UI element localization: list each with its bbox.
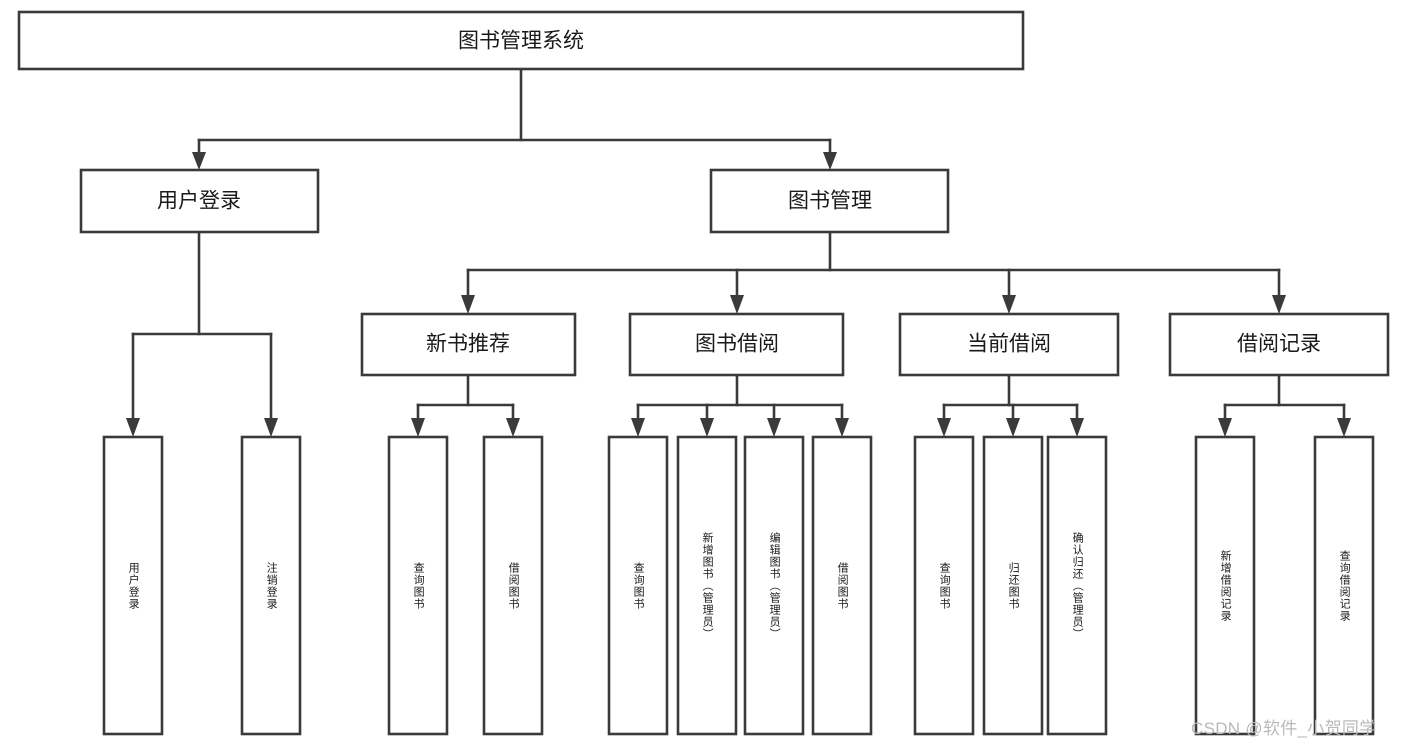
node-user-login-box[interactable] <box>79 168 320 234</box>
leaf-box-8[interactable] <box>913 435 975 736</box>
arrow-to-borrow-record <box>1272 295 1286 314</box>
leaf-box-9[interactable] <box>982 435 1044 736</box>
node-book-borrow-label: 图书借阅 <box>695 333 779 356</box>
arrow-to-leaf-2 <box>411 418 425 437</box>
arrow-to-leaf-4 <box>631 418 645 437</box>
node-new-book-box[interactable] <box>360 312 577 377</box>
leaf-box-2[interactable] <box>387 435 449 736</box>
leaf-box-7[interactable] <box>811 435 873 736</box>
arrow-to-leaf-8 <box>937 418 951 437</box>
leaf-box-11[interactable] <box>1194 435 1256 736</box>
node-borrow-record-box[interactable] <box>1168 312 1390 377</box>
node-root-box[interactable] <box>17 10 1025 71</box>
connectors-layer <box>126 67 1351 437</box>
arrow-to-current-borrow <box>1002 295 1016 314</box>
arrow-to-leaf-3 <box>506 418 520 437</box>
arrow-to-leaf-5 <box>700 418 714 437</box>
arrow-to-leaf-0 <box>126 418 140 437</box>
arrow-to-leaf-10 <box>1070 418 1084 437</box>
node-book-mgmt-label: 图书管理 <box>788 190 872 213</box>
leaf-box-6[interactable] <box>743 435 805 736</box>
node-book-mgmt-box[interactable] <box>709 168 950 234</box>
arrow-to-user-login <box>192 152 206 170</box>
arrow-to-leaf-11 <box>1218 418 1232 437</box>
leaf-box-12[interactable] <box>1313 435 1375 736</box>
arrow-to-leaf-9 <box>1006 418 1020 437</box>
node-borrow-record-label: 借阅记录 <box>1237 333 1321 356</box>
leaf-box-0[interactable] <box>102 435 164 736</box>
arrow-to-leaf-6 <box>767 418 781 437</box>
node-current-borrow-box[interactable] <box>898 312 1120 377</box>
leaf-box-3[interactable] <box>482 435 544 736</box>
arrow-to-leaf-1 <box>264 418 278 437</box>
arrow-to-leaf-12 <box>1337 418 1351 437</box>
leaf-box-10[interactable] <box>1046 435 1108 736</box>
node-user-login-label: 用户登录 <box>157 190 241 213</box>
arrow-to-book-borrow <box>730 295 744 314</box>
node-root-label: 图书管理系统 <box>458 30 584 53</box>
leaf-box-1[interactable] <box>240 435 302 736</box>
nodes-layer: 图书管理系统 用户登录 图书管理 新书推荐 图书借阅 当前借阅 借阅记录 <box>17 10 1390 736</box>
leaf-box-5[interactable] <box>676 435 738 736</box>
arrow-to-new-book <box>461 295 475 314</box>
leaf-box-4[interactable] <box>607 435 669 736</box>
node-book-borrow-box[interactable] <box>628 312 845 377</box>
csdn-watermark: CSDN @软件_小贺同学 <box>1191 719 1377 738</box>
arrow-to-leaf-7 <box>835 418 849 437</box>
arrow-to-book-mgmt <box>823 152 837 170</box>
node-new-book-label: 新书推荐 <box>426 333 510 356</box>
node-current-borrow-label: 当前借阅 <box>967 333 1051 356</box>
